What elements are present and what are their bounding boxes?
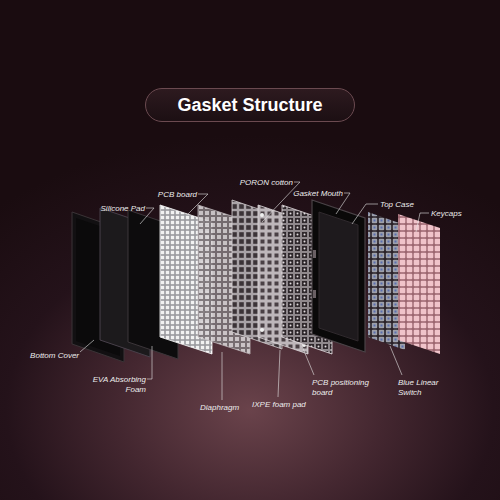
- part-label: Blue Linear Switch: [398, 378, 450, 398]
- title-pill: Gasket Structure: [145, 88, 355, 122]
- part-label: Gasket Mouth: [293, 189, 343, 199]
- part-label: EVA Absorbing Foam: [92, 375, 146, 395]
- part-label: PCB positioning board: [312, 378, 370, 398]
- part-label: IXPE foam pad: [252, 400, 306, 410]
- part-label: Top Case: [380, 200, 414, 210]
- part-label: Keycaps: [431, 209, 462, 219]
- part-label: PORON cotton: [240, 178, 293, 188]
- title-text: Gasket Structure: [177, 95, 322, 116]
- part-label: PCB board: [158, 190, 197, 200]
- part-label: Silicone Pad: [101, 204, 145, 214]
- part-label: Diaphragm: [200, 403, 239, 413]
- part-label: Bottom Cover: [30, 351, 79, 361]
